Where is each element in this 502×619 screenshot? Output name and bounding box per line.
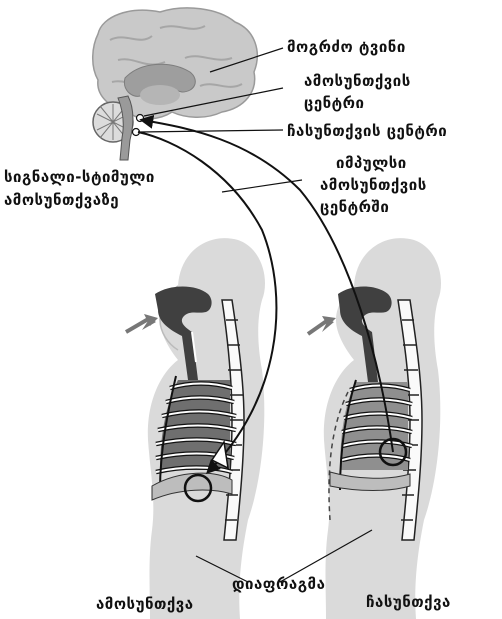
label-inhale-center-line1: ამოსუნთქვის [304,70,411,92]
inhale-figure [308,238,441,619]
label-signal-line2: ამოსუნთქვაზე [4,189,119,211]
label-impulse-line2: ამოსუნთქვის [320,174,427,196]
label-impulse-line3: ცენტრში [320,196,389,218]
label-inhale-center-line2: ცენტრი [304,92,364,114]
label-exhalation: ამოსუნთქვა [96,593,194,615]
label-medulla: მოგრძო ტვინი [287,36,406,58]
label-impulse-line1: იმპულსი [336,152,407,174]
label-inhalation: ჩასუნთქვა [366,591,451,613]
exhale-figure [126,238,265,619]
brain [93,8,258,160]
label-signal-line1: სიგნალი-სტიმული [4,166,155,188]
label-diaphragm: დიაფრაგმა [232,573,325,595]
label-exhale-center: ჩასუნთქვის ცენტრი [287,120,447,142]
